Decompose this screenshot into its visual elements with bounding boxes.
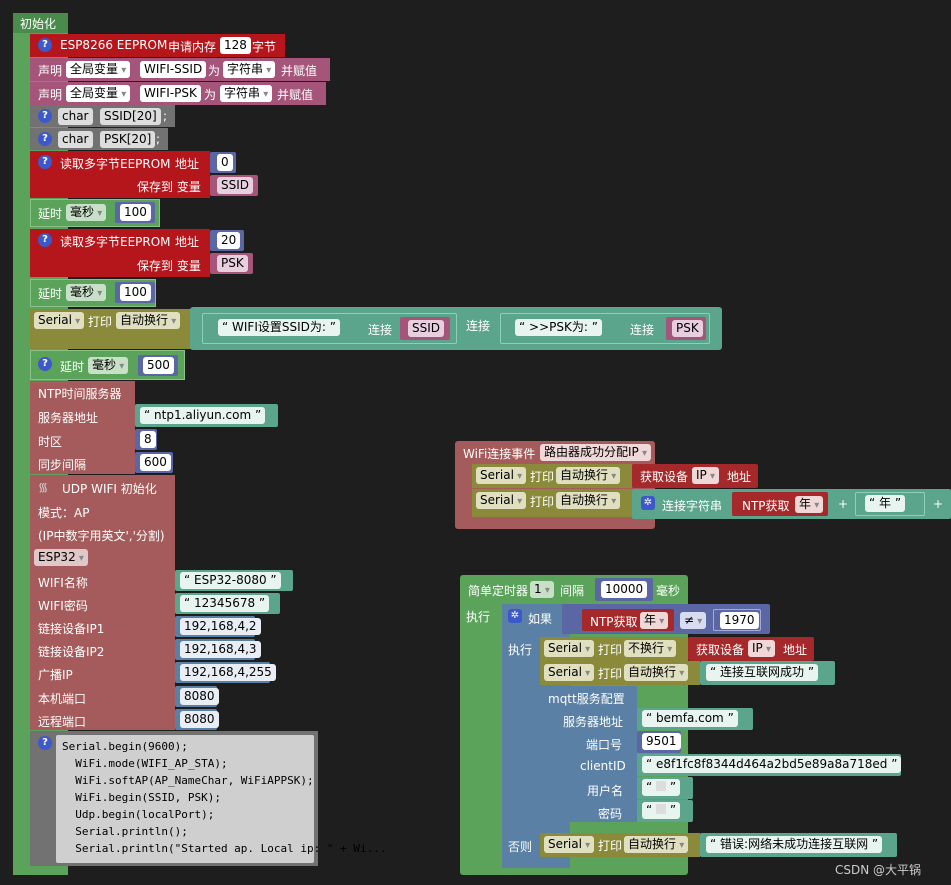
board-dropdown[interactable]: ESP32 xyxy=(34,549,88,566)
watermark: CSDN @大平锅 xyxy=(835,863,922,877)
help-icon[interactable]: ? xyxy=(38,109,52,123)
help-icon[interactable]: ? xyxy=(38,38,52,52)
help-icon[interactable]: ? xyxy=(38,233,52,247)
wifi-icon: ᯾ xyxy=(38,480,49,494)
help-icon[interactable]: ? xyxy=(38,155,52,169)
read-eeprom-ssid-block[interactable] xyxy=(30,151,210,198)
type-dropdown[interactable]: 字符串 xyxy=(223,61,276,78)
help-icon[interactable]: ? xyxy=(38,357,52,371)
string-literal[interactable]: “ WIFI设置SSID为: ” xyxy=(218,319,340,336)
string-literal[interactable]: “ >>PSK为: ” xyxy=(515,319,602,336)
var-psk[interactable]: PSK xyxy=(217,255,248,272)
event-dropdown[interactable]: 路由器成功分配IP xyxy=(540,444,651,461)
addr-field[interactable]: 20 xyxy=(217,232,241,249)
read-eeprom-psk-block[interactable] xyxy=(30,229,210,277)
scope-dropdown[interactable]: 全局变量 xyxy=(66,85,131,102)
udp-wifi-block[interactable] xyxy=(30,475,175,730)
gear-icon[interactable]: ✲ xyxy=(641,496,655,510)
mqtt-block[interactable] xyxy=(540,686,637,822)
var-name-field[interactable]: WIFI-PSK xyxy=(140,85,201,102)
help-icon[interactable]: ? xyxy=(38,132,52,146)
gear-icon[interactable]: ✲ xyxy=(508,609,522,623)
var-name-field[interactable]: WIFI-SSID xyxy=(140,61,207,78)
code-text[interactable]: Serial.begin(9600); WiFi.mode(WIFI_AP_ST… xyxy=(56,735,387,863)
init-label: 初始化 xyxy=(20,17,57,31)
addr-field[interactable]: 0 xyxy=(217,154,233,171)
ntp-server-field[interactable]: “ ntp1.aliyun.com ” xyxy=(140,407,266,424)
type-dropdown[interactable]: 字符串 xyxy=(220,85,273,102)
var-ssid[interactable]: SSID xyxy=(217,177,254,194)
eeprom-size[interactable]: 128 xyxy=(220,37,251,54)
ntp-block[interactable] xyxy=(30,381,135,474)
help-icon[interactable]: ? xyxy=(38,736,52,750)
scope-dropdown[interactable]: 全局变量 xyxy=(66,61,131,78)
